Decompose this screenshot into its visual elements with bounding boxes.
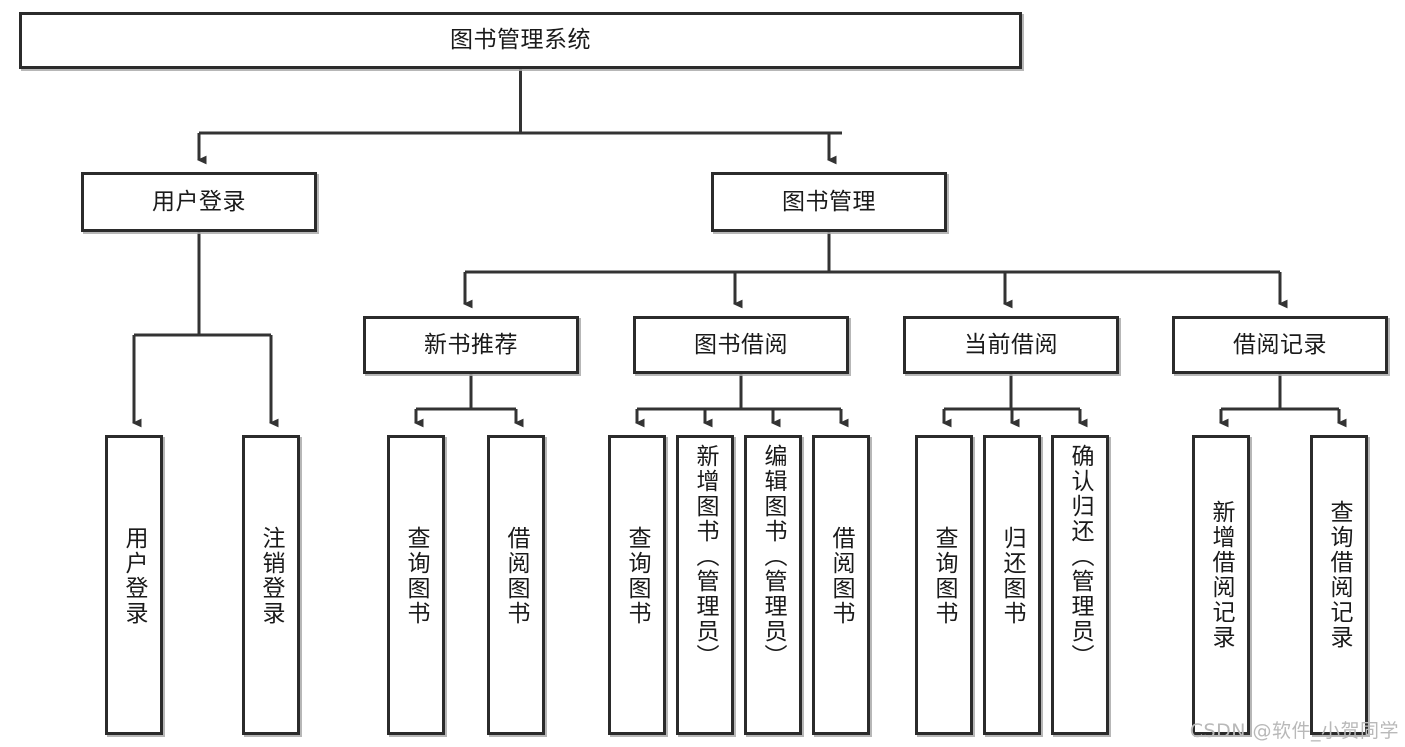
node-new-book-rec[interactable]: 新书推荐 [363,316,579,374]
node-label: 图书管理 [782,188,876,215]
node-label: 借阅图书 [503,526,530,626]
node-label: 当前借阅 [964,331,1058,358]
node-label: 归还图书 [999,526,1026,626]
node-label: 查询借阅记录 [1326,500,1353,650]
node-root[interactable]: 图书管理系统 [19,12,1022,69]
node-book-manage[interactable]: 图书管理 [711,172,947,232]
leaf-node-leaf-add-record[interactable]: 新增借阅记录 [1192,435,1250,735]
node-label: 注销登录 [258,526,285,626]
leaf-node-leaf-return-book[interactable]: 归还图书 [983,435,1041,735]
node-label: 查询图书 [403,526,430,626]
leaf-node-leaf-edit-book[interactable]: 编辑图书（管理员） [744,435,802,735]
node-book-borrow[interactable]: 图书借阅 [633,316,849,374]
watermark-text: CSDN @软件_小贺同学 [1189,720,1399,742]
leaf-node-leaf-user-login[interactable]: 用户登录 [105,435,163,735]
leaf-node-leaf-borrow-book-1[interactable]: 借阅图书 [487,435,545,735]
leaf-node-leaf-borrow-book-2[interactable]: 借阅图书 [812,435,870,735]
node-label: 新增借阅记录 [1208,500,1235,650]
leaf-node-leaf-confirm-return[interactable]: 确认归还（管理员） [1051,435,1109,735]
leaf-node-leaf-query-book-2[interactable]: 查询图书 [608,435,666,735]
node-label: 查询图书 [931,526,958,626]
node-label: 图书管理系统 [450,27,591,54]
node-label: 用户登录 [152,188,246,215]
node-label: 图书借阅 [694,331,788,358]
node-label: 新书推荐 [424,331,518,358]
node-label: 确认归还（管理员） [1067,444,1094,669]
node-label: 借阅图书 [828,526,855,626]
leaf-node-leaf-logout[interactable]: 注销登录 [242,435,300,735]
node-label: 查询图书 [624,526,651,626]
node-label: 编辑图书（管理员） [760,444,787,669]
node-label: 用户登录 [121,526,148,626]
node-label: 新增图书（管理员） [692,444,719,669]
node-label: 借阅记录 [1233,331,1327,358]
leaf-node-leaf-query-record[interactable]: 查询借阅记录 [1310,435,1368,735]
node-borrow-record[interactable]: 借阅记录 [1172,316,1388,374]
node-current-borrow[interactable]: 当前借阅 [903,316,1119,374]
leaf-node-leaf-query-book-1[interactable]: 查询图书 [387,435,445,735]
node-user-login[interactable]: 用户登录 [81,172,317,232]
leaf-node-leaf-add-book[interactable]: 新增图书（管理员） [676,435,734,735]
leaf-node-leaf-query-book-3[interactable]: 查询图书 [915,435,973,735]
